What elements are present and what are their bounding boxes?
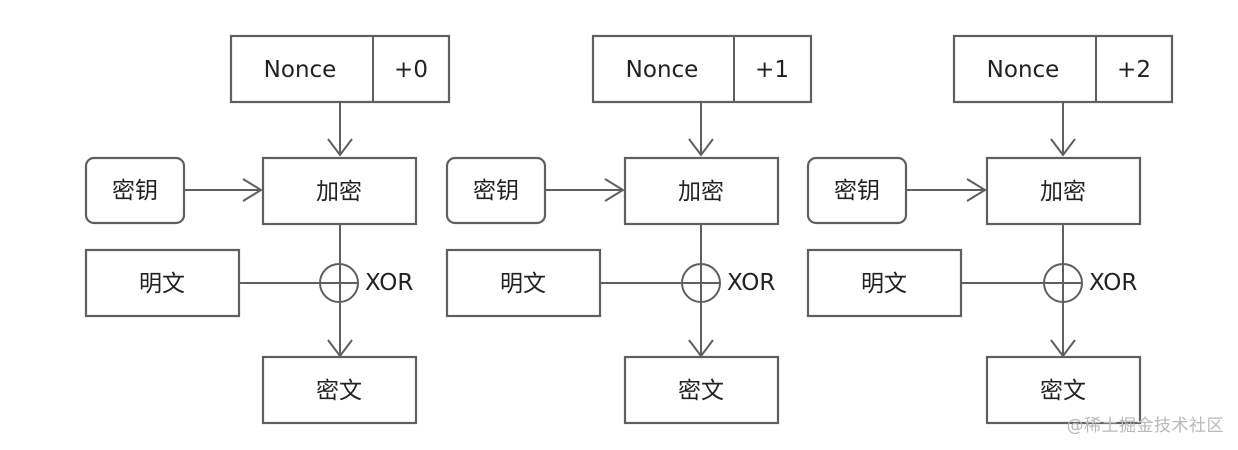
ciphertext-label: 密文: [316, 378, 362, 404]
encrypt-label: 加密: [316, 179, 362, 205]
nonce-label: Nonce: [987, 57, 1060, 83]
counter-label: +1: [755, 57, 789, 83]
encrypt-box: [985, 156, 1142, 226]
watermark: @稀土掘金技术社区: [1066, 416, 1224, 436]
plaintext-label: 明文: [861, 271, 907, 297]
xor-icon: [319, 263, 359, 303]
counter-label: +0: [394, 57, 428, 83]
arrow-right-icon: [242, 178, 263, 202]
encrypt-box: [623, 156, 780, 226]
encrypt-label: 加密: [1040, 179, 1086, 205]
nonce-box: [952, 34, 1174, 104]
encrypt-label: 加密: [678, 179, 724, 205]
stage-0: Nonce +0 密钥 加密 明文 XOR 密文: [84, 34, 451, 425]
arrow-down-icon: [688, 138, 714, 157]
arrow-down-icon: [1050, 138, 1076, 157]
plaintext-label: 明文: [139, 271, 185, 297]
ciphertext-label: 密文: [1040, 378, 1086, 404]
ciphertext-box: [985, 355, 1142, 425]
key-label: 密钥: [473, 178, 519, 204]
ciphertext-box: [623, 355, 780, 425]
xor-label: XOR: [365, 270, 413, 296]
nonce-box: [591, 34, 813, 104]
plaintext-box: [84, 248, 241, 318]
nonce-box: [229, 34, 451, 104]
plaintext-box: [445, 248, 602, 318]
ciphertext-box: [261, 355, 418, 425]
xor-label: XOR: [1089, 270, 1137, 296]
nonce-label: Nonce: [626, 57, 699, 83]
ciphertext-label: 密文: [678, 378, 724, 404]
arrow-down-icon: [327, 138, 353, 157]
nonce-label: Nonce: [264, 57, 337, 83]
xor-icon: [1043, 263, 1083, 303]
xor-label: XOR: [727, 270, 775, 296]
stage-1: Nonce +1 密钥 加密 明文 XOR 密文: [445, 34, 813, 425]
arrow-right-icon: [966, 178, 987, 202]
arrow-right-icon: [604, 178, 625, 202]
xor-icon: [681, 263, 721, 303]
key-label: 密钥: [112, 178, 158, 204]
plaintext-label: 明文: [500, 271, 546, 297]
stage-2: Nonce +2 密钥 加密 明文 XOR 密文: [806, 34, 1174, 425]
counter-label: +2: [1117, 57, 1151, 83]
key-label: 密钥: [834, 178, 880, 204]
